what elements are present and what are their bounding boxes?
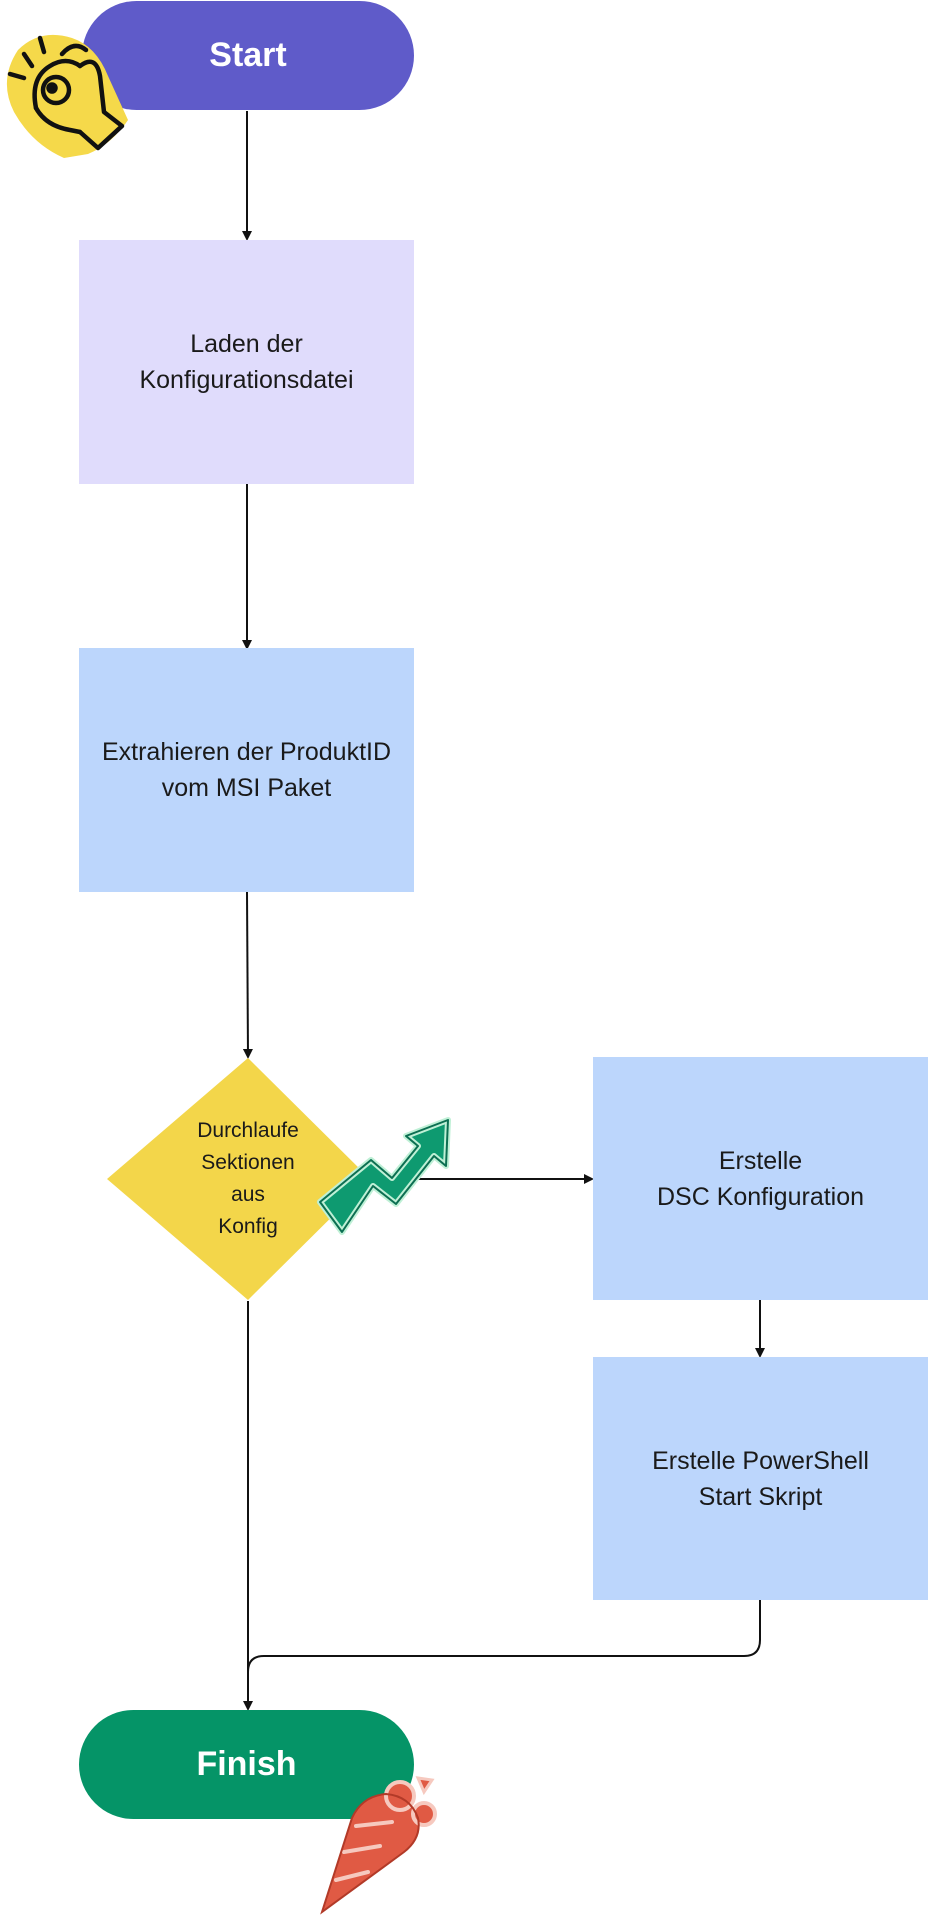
step-load-config-label: Laden der Konfigurationsdatei bbox=[139, 330, 354, 394]
connector-script-to-finish bbox=[247, 1600, 761, 1709]
step-load-config: Laden der Konfigurationsdatei bbox=[79, 240, 414, 484]
step-extract-product-id: Extrahieren der ProduktID vom MSI Paket bbox=[79, 648, 414, 892]
trend-up-arrow-sticker-icon bbox=[317, 1117, 451, 1235]
step-create-script-label: Erstelle PowerShell Start Skript bbox=[652, 1446, 869, 1511]
start-terminal: Start bbox=[82, 1, 414, 110]
finish-terminal: Finish bbox=[79, 1710, 414, 1819]
carrot-sticker-icon bbox=[320, 1776, 437, 1915]
decision-diamond bbox=[107, 1058, 370, 1300]
step-extract-product-id-label: Extrahieren der ProduktID vom MSI Paket bbox=[101, 738, 392, 802]
start-label: Start bbox=[209, 36, 287, 74]
step-create-dsc: Erstelle DSC Konfiguration bbox=[593, 1057, 928, 1300]
step-create-dsc-label: Erstelle DSC Konfiguration bbox=[656, 1146, 865, 1211]
step-create-script: Erstelle PowerShell Start Skript bbox=[593, 1357, 928, 1600]
connector-extract-to-decision bbox=[242, 891, 253, 1059]
decision-loop-sections-label: Durchlaufe Sektionen aus Konfig bbox=[197, 1119, 299, 1238]
ok-hand-sticker-icon bbox=[6, 34, 129, 158]
finish-label: Finish bbox=[196, 1745, 297, 1783]
